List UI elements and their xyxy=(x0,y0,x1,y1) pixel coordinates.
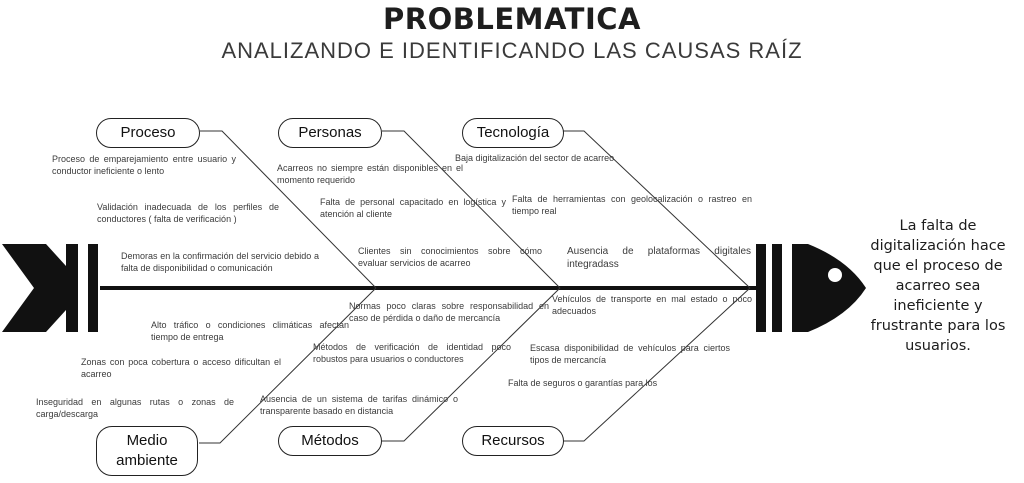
page-subtitle: ANALIZANDO E IDENTIFICANDO LAS CAUSAS RA… xyxy=(221,38,803,63)
category-label: Tecnología xyxy=(476,124,550,141)
cause-item: Ausencia de plataformas digitales integr… xyxy=(567,246,751,270)
cause-item: Baja digitalización del sector de acarre… xyxy=(455,153,615,163)
category-label: Recursos xyxy=(481,432,545,449)
fish-eye-icon xyxy=(828,268,842,282)
bone-tecnologia xyxy=(562,130,751,289)
cause-item: Métodos de verificación de identidad poc… xyxy=(313,342,511,364)
bone-recursos xyxy=(562,287,751,442)
fish-gill-bar xyxy=(756,244,766,332)
cause-item: Clientes sin conocimientos sobre cómo ev… xyxy=(358,246,542,268)
cause-item: Proceso de emparejamiento entre usuario … xyxy=(52,154,236,176)
cause-item: Falta de seguros o garantías para los xyxy=(508,378,658,388)
effect-statement: La falta de digitalización hace que el p… xyxy=(870,218,1006,354)
cause-item: Alto tráfico o condiciones climáticas af… xyxy=(151,320,349,342)
cause-item: Vehículos de transporte en mal estado o … xyxy=(552,294,752,316)
cause-item: Normas poco claras sobre responsabilidad… xyxy=(349,301,549,323)
fish-head-icon xyxy=(792,244,866,332)
bone-metodos xyxy=(382,287,561,442)
category-personas: Personas xyxy=(278,118,382,148)
cause-item: Inseguridad en algunas rutas o zonas de … xyxy=(36,397,234,419)
cause-item: Validación inadecuada de los perfiles de… xyxy=(97,202,279,224)
category-recursos: Recursos xyxy=(462,426,564,456)
category-medio-ambiente: Medio ambiente xyxy=(96,426,198,476)
bone-medio-ambiente xyxy=(199,287,377,444)
cause-item: Escasa disponibilidad de vehículos para … xyxy=(530,343,730,365)
cause-item: Ausencia de un sistema de tarifas dinámi… xyxy=(260,394,458,416)
fish-gill-bar xyxy=(772,244,782,332)
category-label: Personas xyxy=(298,124,362,141)
category-proceso: Proceso xyxy=(96,118,200,148)
category-label: Métodos xyxy=(301,432,359,449)
cause-item: Falta de personal capacitado en logístic… xyxy=(320,197,506,219)
cause-item: Falta de herramientas con geolocalizació… xyxy=(512,194,752,216)
category-label: Medio ambiente xyxy=(116,432,178,469)
bone-personas xyxy=(382,130,561,289)
bone-proceso xyxy=(200,130,377,289)
page-title: PROBLEMATICA xyxy=(383,2,641,36)
cause-item: Demoras en la confirmación del servicio … xyxy=(121,251,319,273)
category-label: Proceso xyxy=(120,124,176,141)
fish-tail-icon xyxy=(2,244,98,332)
cause-item: Zonas con poca cobertura o acceso dificu… xyxy=(81,357,281,379)
cause-item: Acarreos no siempre están disponibles en… xyxy=(277,163,463,185)
category-tecnologia: Tecnología xyxy=(462,118,564,148)
fish-tail-bar xyxy=(78,244,88,332)
category-metodos: Métodos xyxy=(278,426,382,456)
